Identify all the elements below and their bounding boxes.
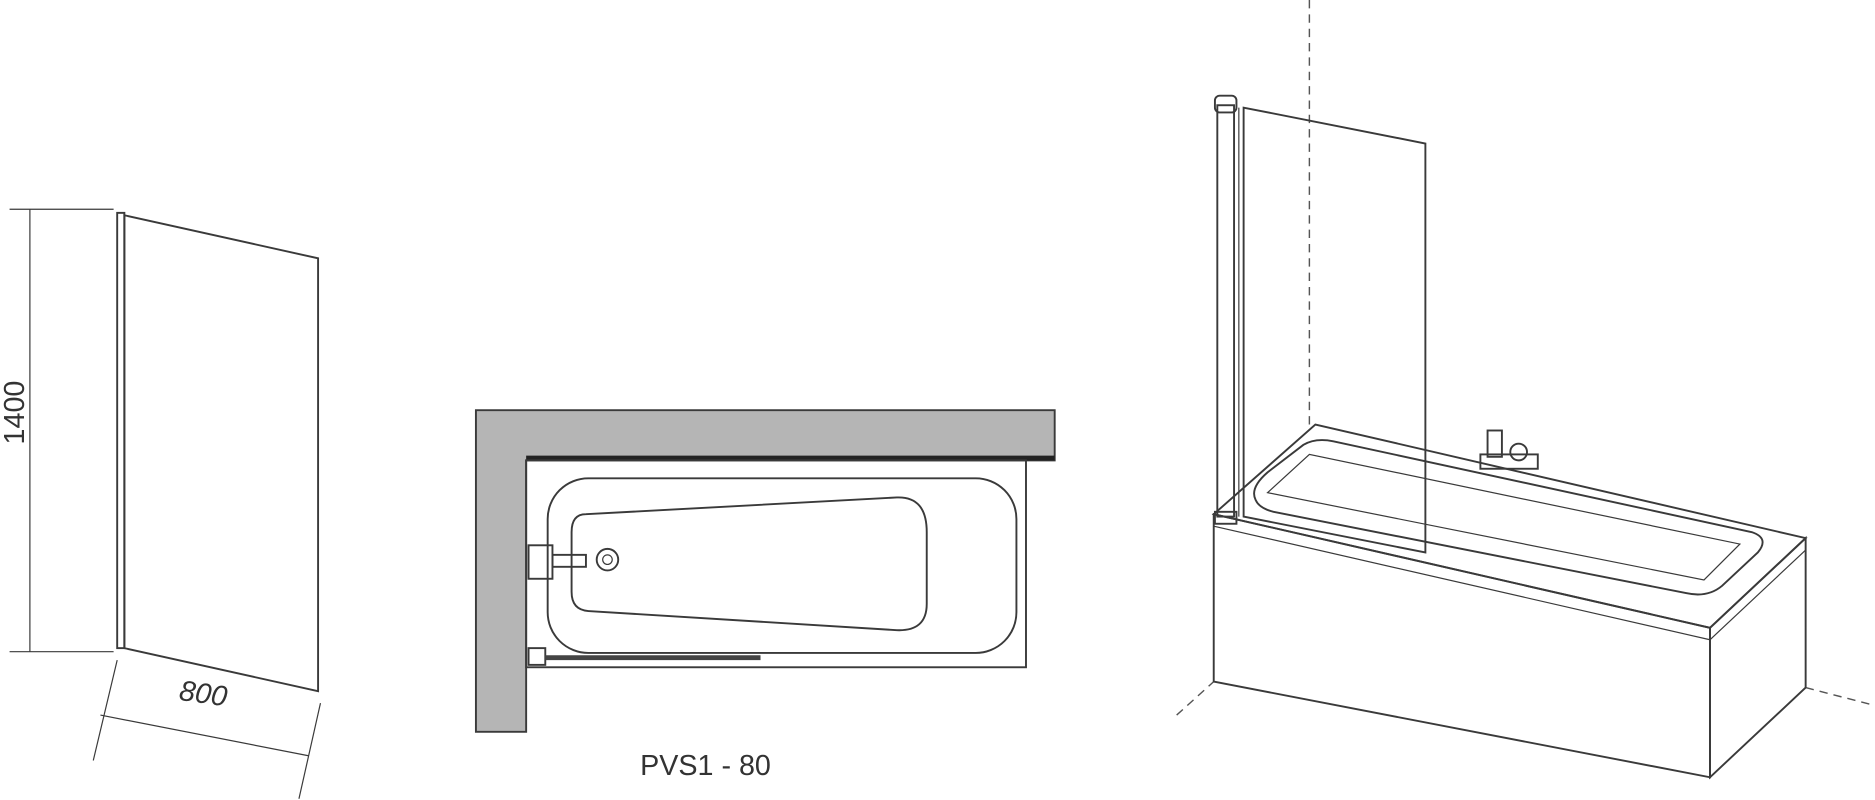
drain-center [602,554,613,566]
top-view: PVS1 - 80 [474,409,1056,782]
spout [551,553,587,568]
panel-bottom-cap [1213,510,1238,525]
width-dimension-line [100,714,309,757]
extension-line-right [298,703,322,799]
model-label: PVS1 - 80 [640,750,771,782]
perspective-view [1176,0,1875,780]
panel-hinge [527,647,547,666]
bathtub-outline [525,459,1027,669]
panel-top-cap [1213,94,1238,114]
glass-panel [123,214,320,693]
faucet-icon [1479,429,1539,470]
tap [527,544,554,580]
faucet-base [1479,453,1539,470]
tub-front-face [1212,512,1711,779]
tub-basin-inner [1266,453,1742,581]
rim-edge [1213,525,1711,641]
floor-line-right [1805,686,1875,707]
tub-top-rim [1211,423,1808,629]
floor-line-left [1176,681,1215,716]
panel-elevation: 1400 800 [0,208,322,799]
drain [595,547,620,572]
width-label: 800 [177,675,229,713]
rim-edge-side [1709,549,1807,641]
faucet-body [1486,429,1503,458]
panel-profile [116,211,126,650]
faucet-handle [1509,442,1528,462]
tub-side-face [1709,535,1807,780]
bathtub-basin [570,496,928,632]
height-label: 1400 [0,381,31,445]
bathtub-rim [546,477,1018,654]
tub-basin [1253,439,1764,596]
panel-frame [1216,104,1236,518]
extension-line-left [92,659,118,761]
glass-panel-perspective [1242,106,1427,554]
